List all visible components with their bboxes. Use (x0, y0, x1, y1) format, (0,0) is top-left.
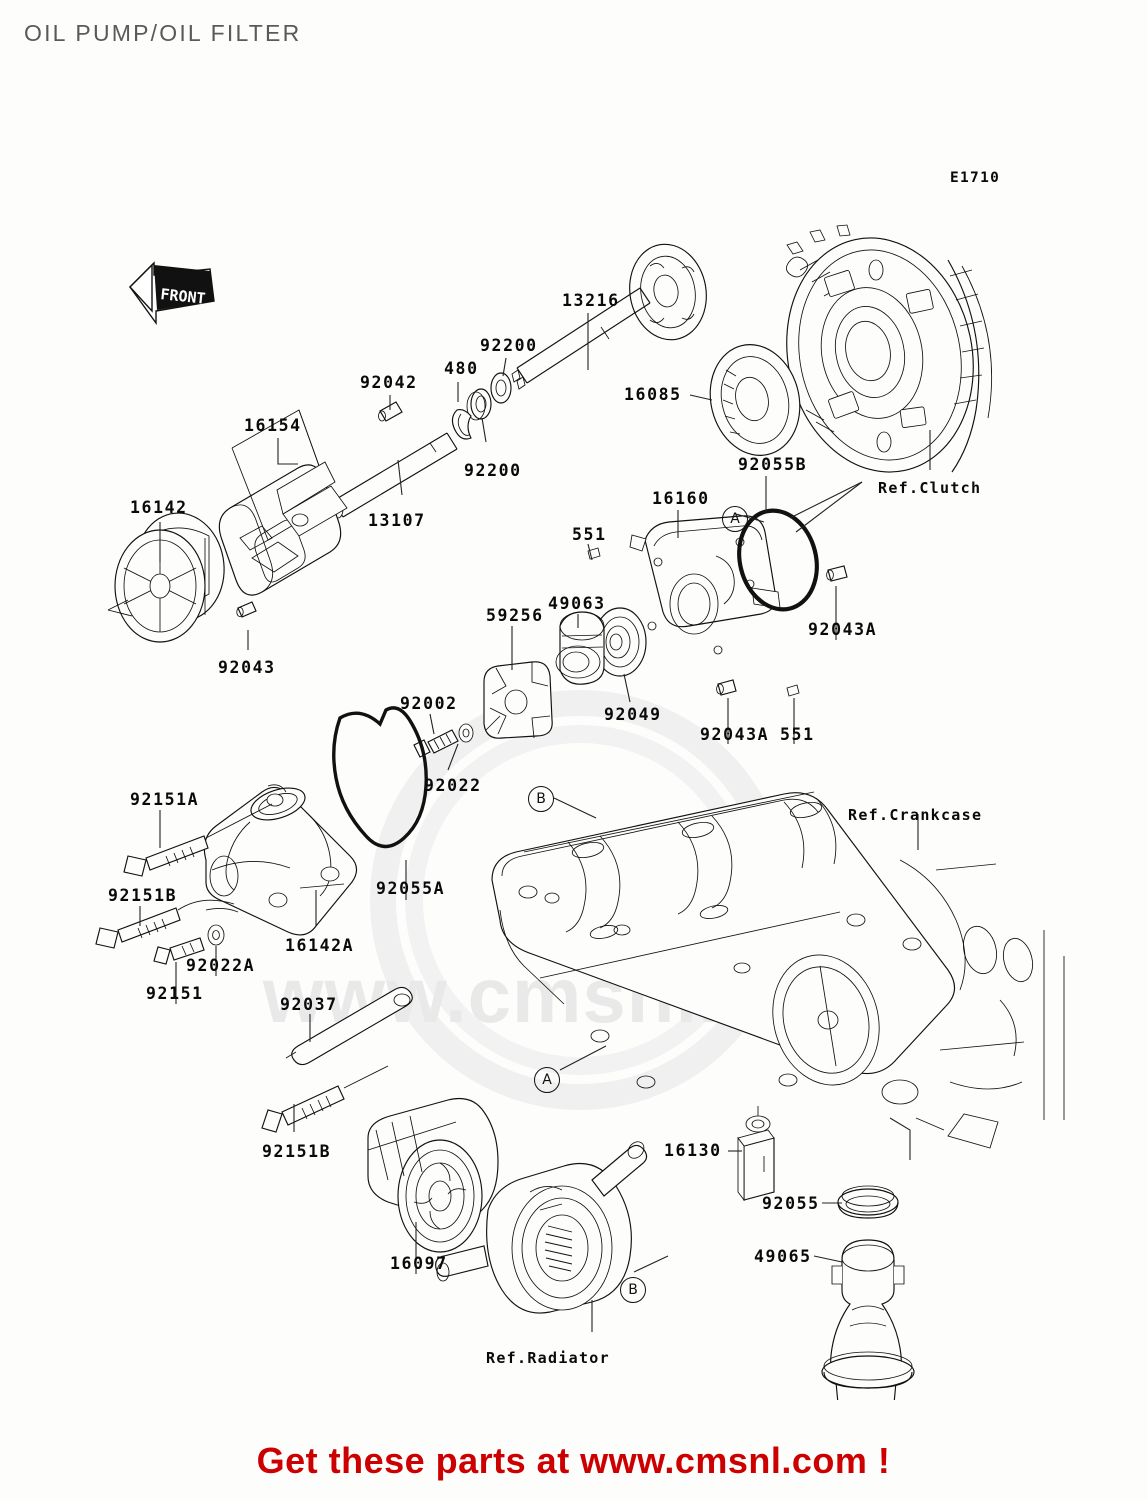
marker-b-bottom: B (620, 1277, 646, 1303)
part-label-92055B[interactable]: 92055B (738, 455, 808, 474)
oil-pump-rotor-housing (218, 409, 348, 596)
part-label-49063[interactable]: 49063 (548, 594, 606, 613)
gasket-92055a (332, 706, 428, 849)
part-label-92022[interactable]: 92022 (424, 776, 482, 795)
clutch-assembly-group (629, 224, 993, 473)
part-label-92042[interactable]: 92042 (360, 373, 418, 392)
part-label-16085[interactable]: 16085 (624, 385, 682, 404)
ref-radiator[interactable]: Ref.Radiator (486, 1349, 610, 1367)
part-label-92043[interactable]: 92043 (218, 658, 276, 677)
part-label-551b[interactable]: 551 (780, 725, 815, 744)
part-label-16130[interactable]: 16130 (664, 1141, 722, 1160)
ref-clutch[interactable]: Ref.Clutch (878, 479, 982, 497)
front-direction-badge: FRONT (124, 255, 218, 337)
part-label-551t[interactable]: 551 (572, 525, 607, 544)
marker-a-bottom: A (534, 1067, 560, 1093)
pump-internals-group (483, 607, 647, 739)
oil-filter-16097 (367, 1097, 499, 1253)
part-label-92055A[interactable]: 92055A (376, 879, 446, 898)
parts-diagram: www.cmsnl.com FRONT .ln{fill:none;stroke… (0, 70, 1147, 1400)
part-label-92043A_b[interactable]: 92043A (700, 725, 770, 744)
part-label-92200b[interactable]: 92200 (464, 461, 522, 480)
crankcase-assembly (491, 791, 1065, 1149)
o-ring-92055-bottom (837, 1185, 899, 1219)
diagram-code: E1710 (950, 170, 1001, 186)
part-label-480[interactable]: 480 (444, 359, 479, 378)
part-label-16154[interactable]: 16154 (244, 416, 302, 435)
part-label-16142[interactable]: 16142 (130, 498, 188, 517)
ref-crankcase[interactable]: Ref.Crankcase (848, 806, 983, 824)
oil-strainer-49065 (821, 1239, 915, 1400)
front-badge-text: FRONT (160, 285, 207, 308)
part-label-13107[interactable]: 13107 (368, 511, 426, 530)
part-label-16160[interactable]: 16160 (652, 489, 710, 508)
part-label-92037[interactable]: 92037 (280, 995, 338, 1014)
part-label-92043A_r[interactable]: 92043A (808, 620, 878, 639)
oil-pump-housing-16142a (203, 784, 358, 936)
oil-pump-shaft (332, 401, 458, 519)
oil-pump-body-impeller (107, 512, 257, 643)
part-label-59256[interactable]: 59256 (486, 606, 544, 625)
part-label-92151[interactable]: 92151 (146, 984, 204, 1003)
oil-cooler-assembly (435, 1141, 648, 1314)
relief-valve-16130 (737, 1106, 775, 1202)
footer-cta: Get these parts at www.cmsnl.com ! (256, 1440, 891, 1481)
part-label-92200t[interactable]: 92200 (480, 336, 538, 355)
part-label-16142A[interactable]: 16142A (285, 936, 355, 955)
part-label-92151A[interactable]: 92151A (130, 790, 200, 809)
part-label-92151B_b[interactable]: 92151B (262, 1142, 332, 1161)
bolt-92002-group (413, 723, 474, 758)
page-title: OIL PUMP/OIL FILTER (24, 20, 302, 46)
diagram-linework: .ln{fill:none;stroke:#111;stroke-width:1… (95, 224, 1065, 1400)
leader-lines (139, 313, 931, 1332)
part-label-92049[interactable]: 92049 (604, 705, 662, 724)
washers-group (451, 372, 512, 440)
part-label-13216[interactable]: 13216 (562, 291, 620, 310)
marker-b-top: B (528, 786, 554, 812)
part-label-49065[interactable]: 49065 (754, 1247, 812, 1266)
part-label-92055[interactable]: 92055 (762, 1194, 820, 1213)
oil-pump-drive-shaft (511, 287, 651, 390)
clamp-92037-group (261, 986, 413, 1133)
marker-a-top: A (722, 506, 748, 532)
part-label-16097[interactable]: 16097 (390, 1254, 448, 1273)
part-label-92002[interactable]: 92002 (400, 694, 458, 713)
oil-pump-cover (587, 515, 848, 697)
part-label-92151B_t[interactable]: 92151B (108, 886, 178, 905)
bolts-group-left (95, 803, 273, 965)
part-label-92022A[interactable]: 92022A (186, 956, 256, 975)
